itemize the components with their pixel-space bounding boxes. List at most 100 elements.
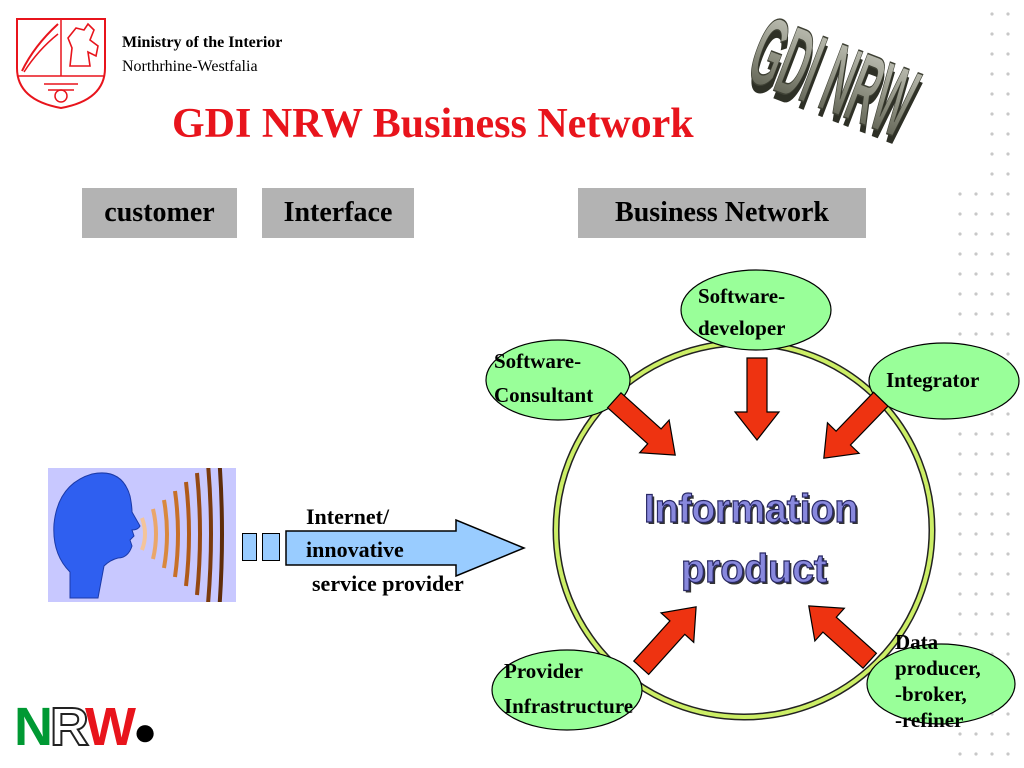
decoration-dot: [990, 212, 994, 216]
decoration-dot: [1006, 652, 1010, 656]
decoration-dot: [974, 352, 978, 356]
decoration-dot: [990, 312, 994, 316]
decoration-dot: [1006, 492, 1010, 496]
decoration-dot: [990, 152, 994, 156]
nrw-logo-r: R: [49, 697, 89, 757]
sound-wave: [140, 517, 147, 551]
decoration-dot: [990, 532, 994, 536]
decoration-dot: [958, 192, 962, 196]
decoration-dot: [958, 472, 962, 476]
interface-label-line3: service provider: [312, 571, 464, 596]
ministry-name: Ministry of the Interior: [122, 34, 283, 51]
center-label-line1-shadow: Information: [646, 487, 860, 533]
node-label-consultant-1: Software-: [494, 349, 582, 373]
decoration-dot: [990, 92, 994, 96]
decoration-dot: [974, 412, 978, 416]
decoration-dot: [990, 32, 994, 36]
decoration-dot: [990, 732, 994, 736]
column-header-customer: customer: [82, 188, 237, 238]
decoration-dot: [958, 612, 962, 616]
decoration-dot: [974, 572, 978, 576]
decoration-dot: [1006, 212, 1010, 216]
nrw-logo-n: N: [14, 697, 53, 757]
decoration-dot: [1006, 232, 1010, 236]
decoration-dot: [974, 632, 978, 636]
arrow-from-developer: [733, 357, 781, 441]
page-title: GDI NRW Business Network: [172, 101, 694, 147]
decoration-dot: [990, 592, 994, 596]
node-label-provider-1: Provider: [504, 659, 583, 683]
decoration-dot: [958, 412, 962, 416]
decoration-dot: [1006, 592, 1010, 596]
decoration-dot: [1006, 572, 1010, 576]
decoration-dot: [1006, 252, 1010, 256]
gdi-nrw-logo: GDI NRW GDI NRW: [736, 0, 932, 166]
decoration-dot: [958, 452, 962, 456]
node-label-integrator: Integrator: [886, 368, 980, 392]
center-label-line2-shadow: product: [683, 549, 829, 593]
decoration-dot: [1006, 552, 1010, 556]
interface-label-line2: innovative: [306, 537, 404, 562]
decoration-dot: [990, 632, 994, 636]
decoration-dot: [990, 412, 994, 416]
node-label-consultant-2: Consultant: [494, 383, 594, 407]
decoration-dot: [958, 392, 962, 396]
decoration-dot: [958, 512, 962, 516]
sound-wave: [206, 468, 213, 602]
decoration-dot: [1006, 452, 1010, 456]
decoration-dot: [958, 532, 962, 536]
decoration-dot: [958, 332, 962, 336]
decoration-dot: [974, 552, 978, 556]
decoration-dot: [1006, 272, 1010, 276]
decoration-dot: [958, 552, 962, 556]
decoration-dot: [1006, 372, 1010, 376]
decoration-dot: [974, 592, 978, 596]
decoration-dot: [1006, 112, 1010, 116]
arrow-from-provider: [632, 606, 697, 676]
decoration-dot: [990, 712, 994, 716]
decoration-dot: [1006, 532, 1010, 536]
decoration-dot: [974, 452, 978, 456]
decoration-dot: [1006, 752, 1010, 756]
decoration-dot: [958, 292, 962, 296]
decoration-dot: [990, 672, 994, 676]
decoration-dot: [958, 432, 962, 436]
decoration-dot: [974, 332, 978, 336]
decoration-dot: [1006, 72, 1010, 76]
arrow-from-consultant: [606, 391, 676, 456]
sound-waves-icon: [140, 468, 224, 602]
decoration-dot: [1006, 172, 1010, 176]
sound-wave: [151, 508, 158, 560]
decoration-dot: [974, 312, 978, 316]
speaking-customer-illustration: [48, 468, 236, 602]
decoration-dot: [990, 612, 994, 616]
decoration-dot: [974, 512, 978, 516]
decoration-dot: [990, 512, 994, 516]
decoration-dot: [958, 572, 962, 576]
nrw-logo-dot: ●: [133, 710, 158, 754]
decoration-dot: [990, 452, 994, 456]
decoration-dot: [974, 432, 978, 436]
decoration-dot: [990, 352, 994, 356]
center-label-line2: product: [681, 547, 827, 591]
decoration-dot: [958, 752, 962, 756]
decoration-dot: [990, 652, 994, 656]
decoration-dot: [990, 232, 994, 236]
decoration-dot: [1006, 412, 1010, 416]
decoration-dot: [1006, 132, 1010, 136]
decoration-dot: [958, 492, 962, 496]
sound-wave: [173, 490, 180, 578]
node-label-data-2: producer,: [895, 656, 981, 680]
arrow-from-integrator: [823, 391, 889, 459]
decoration-dot: [1006, 92, 1010, 96]
decoration-dot: [1006, 52, 1010, 56]
interface-label-line1: Internet/: [306, 504, 390, 529]
decoration-dot: [1006, 732, 1010, 736]
decoration-dot: [1006, 672, 1010, 676]
decoration-dot: [1006, 352, 1010, 356]
interface-block-1: [242, 533, 257, 561]
decoration-dot: [990, 372, 994, 376]
decoration-dot: [1006, 292, 1010, 296]
arrow-from-data-producer: [808, 605, 878, 670]
decoration-dot: [990, 172, 994, 176]
